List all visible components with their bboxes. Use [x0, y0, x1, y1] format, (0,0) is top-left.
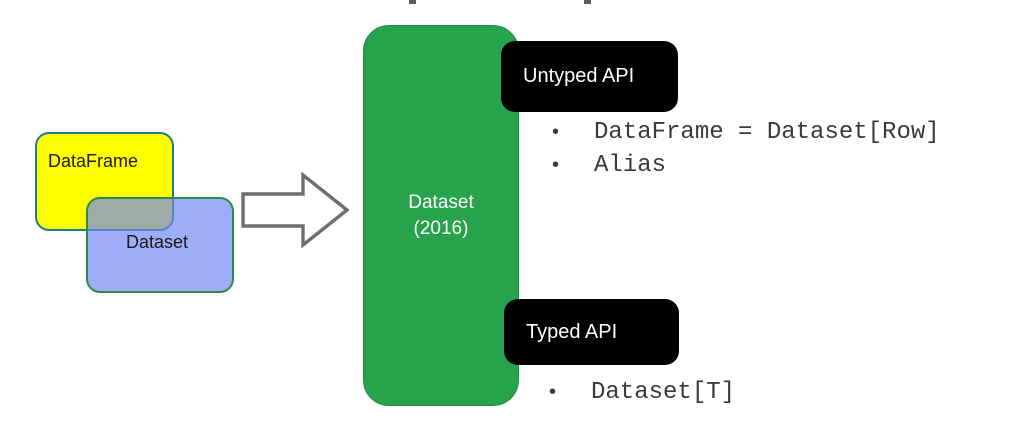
bullet-marker-icon: • [552, 154, 560, 176]
untyped-api-chip-label: Untyped API [523, 65, 635, 87]
bullet-marker-icon: • [549, 381, 557, 403]
dataset-box-label: Dataset [126, 232, 189, 252]
list-item-text: Dataset[T] [591, 379, 736, 406]
dataset-box: Dataset [86, 197, 234, 293]
title-descender-mark [409, 0, 416, 4]
title-descender-mark [584, 0, 591, 4]
dataset-2016-line2: (2016) [413, 217, 469, 239]
typed-api-bullet-list: • Dataset[T] [549, 376, 735, 409]
untyped-api-bullet-list: • DataFrame = Dataset[Row] • Alias [552, 116, 940, 182]
list-item-text: DataFrame = Dataset[Row] [594, 119, 940, 146]
list-item: • Dataset[T] [549, 376, 735, 409]
dataframe-box-label: DataFrame [48, 151, 139, 171]
dataset-2016-box: Dataset (2016) [363, 25, 519, 406]
block-arrow-right-icon [241, 172, 349, 248]
list-item: • DataFrame = Dataset[Row] [552, 116, 940, 149]
untyped-api-chip: Untyped API [501, 41, 678, 112]
bullet-marker-icon: • [552, 121, 560, 143]
typed-api-chip-label: Typed API [526, 320, 618, 343]
list-item: • Alias [552, 149, 940, 182]
typed-api-chip: Typed API [504, 299, 679, 365]
list-item-text: Alias [594, 152, 667, 179]
dataset-2016-line1: Dataset [408, 191, 474, 213]
